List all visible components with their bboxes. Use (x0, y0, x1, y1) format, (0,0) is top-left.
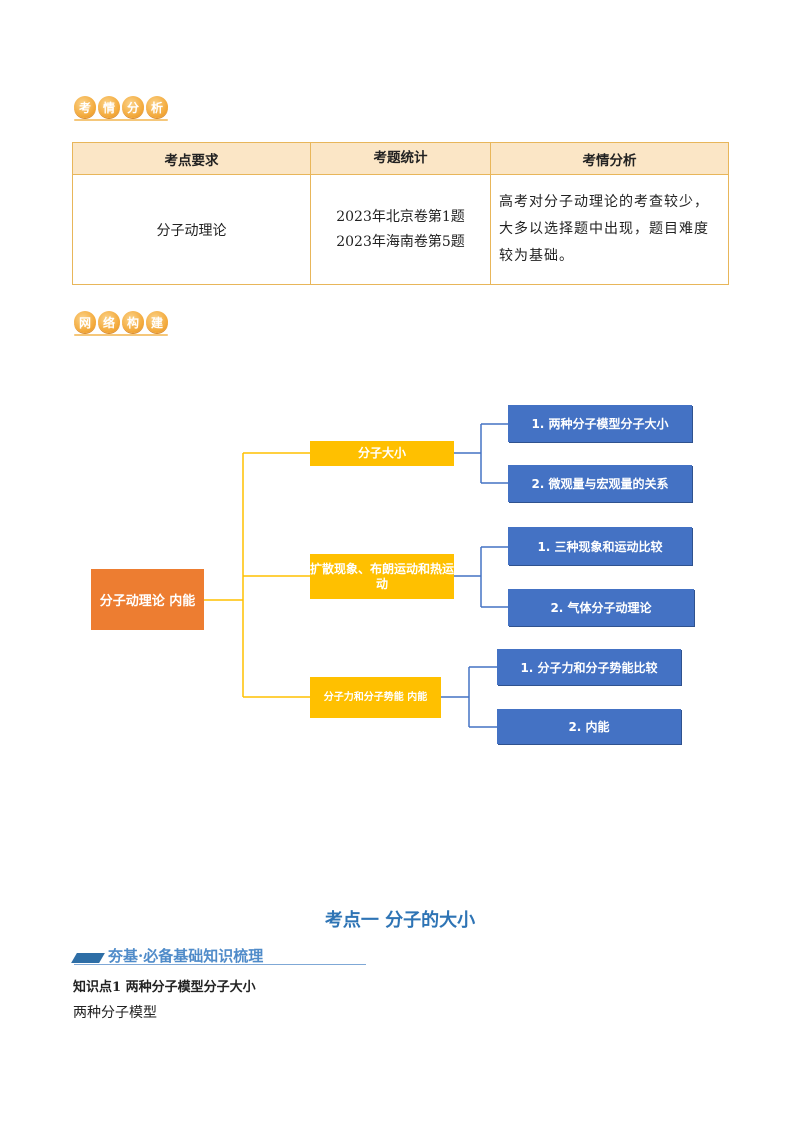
section-title: 考点一 分子的大小 (324, 910, 476, 931)
badge-char: 建 (146, 311, 168, 333)
banner-bar (71, 953, 105, 963)
banner-underline (74, 964, 366, 965)
leaf-force-energy: 1. 分子力和分子势能比较 (497, 649, 681, 685)
stat-line: 2023年海南卷第5题 (336, 233, 465, 250)
branch-molecule-size: 分子大小 (310, 441, 454, 466)
leaf-two-models: 1. 两种分子模型分子大小 (508, 405, 692, 442)
header-stats: 考题统计 (310, 142, 491, 175)
leaf-gas-theory: 2. 气体分子动理论 (508, 589, 694, 626)
badge-char: 络 (98, 311, 120, 333)
exam-analysis-table: 考点要求 考题统计 考情分析 分子动理论 2023年北京卷第1题 2023年海南… (72, 142, 729, 285)
badge-char: 网 (74, 311, 96, 333)
badge-char: 考 (74, 96, 96, 118)
leaf-internal-energy: 2. 内能 (497, 709, 681, 744)
mindmap-root: 分子动理论 内能 (91, 569, 204, 630)
stat-line: 2023年北京卷第1题 (336, 208, 465, 225)
cell-requirement: 分子动理论 (72, 174, 311, 285)
badge-char: 情 (98, 96, 120, 118)
banner-text: 夯基·必备基础知识梳理 (108, 947, 264, 965)
cell-analysis: 高考对分子动理论的考查较少，大多以选择题中出现，题目难度较为基础。 (490, 174, 729, 285)
knowledge-point-heading: 知识点1 两种分子模型分子大小 (73, 980, 256, 995)
leaf-three-phenomena: 1. 三种现象和运动比较 (508, 527, 692, 565)
branch-diffusion: 扩散现象、布朗运动和热运动 (310, 554, 454, 599)
badge-char: 构 (122, 311, 144, 333)
knowledge-point-subtitle: 两种分子模型 (73, 1005, 157, 1021)
badge-char: 析 (146, 96, 168, 118)
cell-stats: 2023年北京卷第1题 2023年海南卷第5题 (310, 174, 491, 285)
badge-network-build: 网 络 构 建 (74, 311, 168, 336)
branch-molecular-force: 分子力和分子势能 内能 (310, 677, 441, 718)
section-banner: 夯基·必备基础知识梳理 (71, 945, 366, 965)
table-header-row: 考点要求 考题统计 考情分析 (72, 142, 729, 175)
table-row: 分子动理论 2023年北京卷第1题 2023年海南卷第5题 高考对分子动理论的考… (72, 174, 729, 285)
badge-exam-analysis: 考 情 分 析 (74, 96, 168, 121)
header-analysis: 考情分析 (490, 142, 729, 175)
badge-char: 分 (122, 96, 144, 118)
leaf-micro-macro: 2. 微观量与宏观量的关系 (508, 465, 692, 502)
